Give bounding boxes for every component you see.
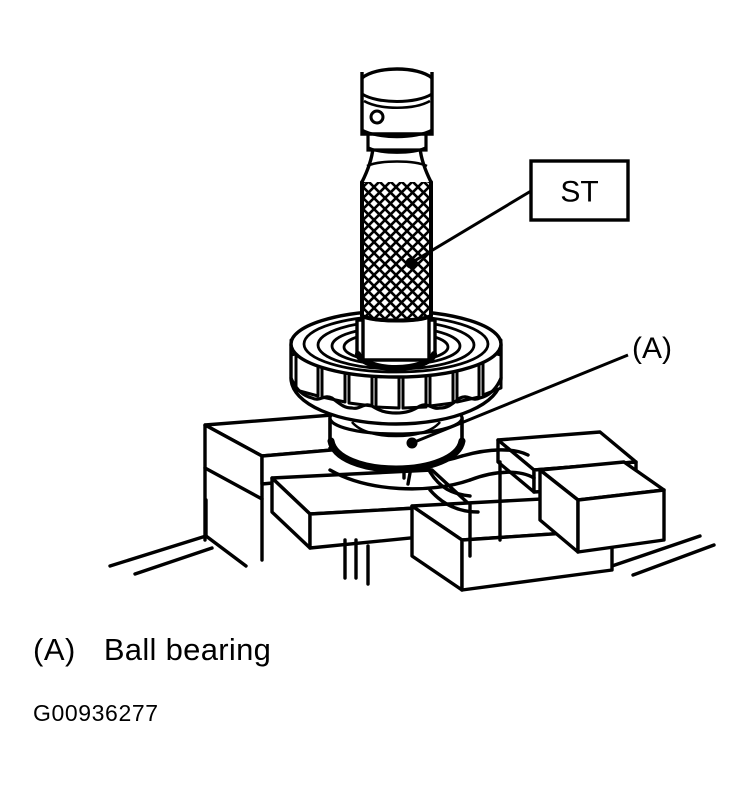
st-leader-line bbox=[410, 189, 532, 265]
st-label-box[interactable] bbox=[529, 159, 630, 222]
part-a-label-text: (A) bbox=[632, 332, 672, 365]
tool-band-upper bbox=[361, 92, 433, 103]
tool-pin-hole bbox=[369, 109, 385, 125]
tool-band-upper-2 bbox=[363, 99, 431, 109]
st-label-text: ST bbox=[560, 176, 598, 209]
part-a-leader-dot bbox=[406, 437, 418, 449]
figure-id-code: G00936277 bbox=[33, 700, 159, 726]
tool-top-cap bbox=[360, 67, 434, 80]
part-a-leader-line bbox=[411, 353, 629, 445]
callout-part-a[interactable]: (A) bbox=[406, 332, 673, 449]
caption-key: (A) bbox=[33, 632, 76, 667]
st-leader-dot bbox=[405, 257, 417, 269]
tool-shoulder-groove bbox=[366, 160, 428, 168]
caption-text: Ball bearing bbox=[103, 632, 272, 667]
tool-knurl-texture bbox=[362, 176, 431, 321]
ball-bearing-inner-seat bbox=[350, 421, 442, 438]
special-tool-driver bbox=[360, 67, 434, 362]
gear-assembly bbox=[289, 309, 503, 426]
tool-mid-collar-curve bbox=[368, 146, 426, 154]
support-block-farright-side bbox=[576, 488, 666, 554]
gear-teeth-bottom-edge bbox=[289, 376, 503, 415]
tool-band-lower bbox=[361, 128, 433, 139]
figure-caption: (A) Ball bearing bbox=[33, 632, 271, 668]
callout-st[interactable]: ST bbox=[405, 159, 630, 269]
ball-bearing-bottom-shadow bbox=[327, 437, 466, 473]
support-block-cutout-arcs bbox=[328, 446, 536, 514]
